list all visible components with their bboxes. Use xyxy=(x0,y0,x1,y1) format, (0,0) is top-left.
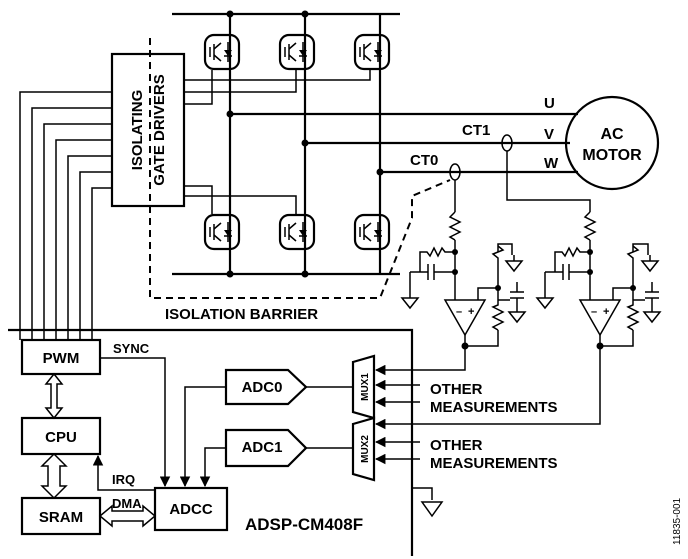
adc1-to-adcc xyxy=(199,447,226,488)
processor-ground-symbol xyxy=(420,501,444,518)
svg-text:+: + xyxy=(603,306,609,318)
sync-line xyxy=(100,357,171,488)
sense-circuit-ct1: – + xyxy=(536,211,661,350)
chip-name-label: ADSP-CM408F xyxy=(245,515,363,534)
pwm-to-gate-driver-wires xyxy=(19,91,112,340)
igbt-low-v xyxy=(278,213,316,251)
igbt-low-u xyxy=(203,213,241,251)
sram-block: SRAM xyxy=(20,496,102,536)
ct1-label: CT1 xyxy=(462,122,490,139)
mux1-block: MUX1 xyxy=(351,354,376,420)
gate-drivers-label-line1: ISOLATING xyxy=(129,90,146,171)
adc0-block: ADC0 xyxy=(224,368,308,406)
motor-label-line1: AC xyxy=(600,126,624,143)
gate-drive-wires xyxy=(184,67,371,214)
current-transformer-ct1 xyxy=(501,134,591,212)
pwm-label: PWM xyxy=(43,350,80,367)
svg-text:–: – xyxy=(591,306,597,318)
pwm-cpu-arrow xyxy=(44,372,64,420)
adcc-block: ADCC xyxy=(153,486,229,532)
igbt-high-u xyxy=(203,33,241,71)
svg-text:–: – xyxy=(456,306,462,318)
irq-line xyxy=(92,454,155,491)
sync-label: SYNC xyxy=(113,341,150,356)
processor-ground-wire xyxy=(412,487,433,500)
dma-label: DMA xyxy=(112,496,142,511)
adc1-label: ADC1 xyxy=(242,439,283,456)
adc1-block: ADC1 xyxy=(224,428,308,468)
isolating-gate-drivers: ISOLATING GATE DRIVERS xyxy=(110,52,186,208)
isolation-barrier-label: ISOLATION BARRIER xyxy=(165,306,318,323)
cpu-block: CPU xyxy=(20,416,102,456)
gate-drivers-label-line2: GATE DRIVERS xyxy=(151,74,168,185)
processor-boundary xyxy=(8,328,414,556)
cpu-sram-arrow xyxy=(40,452,68,500)
igbt-high-w xyxy=(353,33,391,71)
igbt-low-w xyxy=(353,213,391,251)
irq-label: IRQ xyxy=(112,472,135,487)
igbt-high-v xyxy=(278,33,316,71)
other-measurements-1-line2: MEASUREMENTS xyxy=(430,399,558,416)
mux1-label: MUX1 xyxy=(360,373,371,401)
ct0-label: CT0 xyxy=(410,152,438,169)
phase-lines xyxy=(226,110,578,176)
isolation-barrier-line xyxy=(149,38,451,299)
mux2-label: MUX2 xyxy=(360,435,371,463)
phase-label-u: U xyxy=(544,95,555,112)
motor-label-line2: MOTOR xyxy=(582,147,642,164)
sram-label: SRAM xyxy=(39,509,83,526)
phase-label-w: W xyxy=(544,155,559,172)
mux2-block: MUX2 xyxy=(351,416,376,482)
adcc-label: ADCC xyxy=(169,501,212,518)
sense-circuit-ct0: – + xyxy=(401,211,526,350)
cpu-label: CPU xyxy=(45,429,77,446)
other-measurements-1-line1: OTHER xyxy=(430,381,483,398)
adc0-to-adcc xyxy=(179,386,226,488)
adc0-label: ADC0 xyxy=(242,379,283,396)
dma-arrow xyxy=(98,504,157,528)
mux-input-wires xyxy=(374,346,601,465)
other-measurements-2-line2: MEASUREMENTS xyxy=(430,455,558,472)
current-transformer-ct0 xyxy=(449,163,461,212)
phase-label-v: V xyxy=(544,126,554,143)
other-measurements-2-line1: OTHER xyxy=(430,437,483,454)
svg-text:+: + xyxy=(468,306,474,318)
pwm-block: PWM xyxy=(20,338,102,376)
figure-id: 11835-001 xyxy=(672,497,683,545)
ac-motor: AC MOTOR xyxy=(564,95,660,191)
